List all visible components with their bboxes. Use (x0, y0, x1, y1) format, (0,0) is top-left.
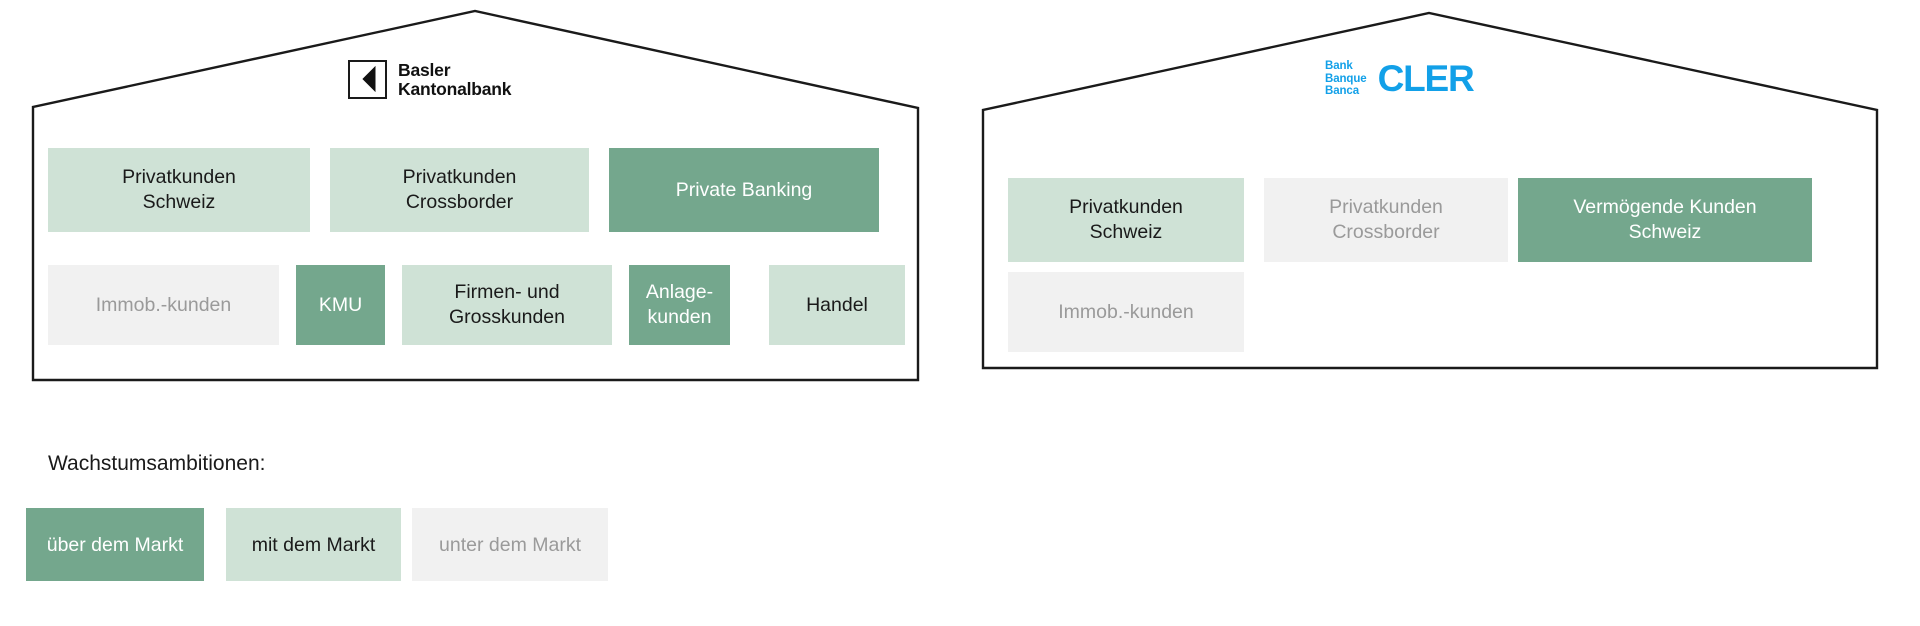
segment-box-cler-privatkunden-schweiz[interactable]: Privatkunden Schweiz (1008, 178, 1244, 262)
bank-cler-wordmark: CLER (1377, 58, 1475, 100)
legend-chip-unter-dem-markt[interactable]: unter dem Markt (412, 508, 608, 581)
segment-box-cler-vermoegende-kunden-schweiz[interactable]: Vermögende Kunden Schweiz (1518, 178, 1812, 262)
legend-chip-label: über dem Markt (46, 533, 184, 556)
bank-cler-logo: Bank Banque Banca CLER (1325, 58, 1475, 100)
segment-box-label: Privatkunden Crossborder (1329, 196, 1443, 243)
legend-chip-mit-dem-markt[interactable]: mit dem Markt (226, 508, 401, 581)
legend-gap-2 (401, 508, 412, 581)
segment-box-cler-immob-kunden[interactable]: Immob.-kunden (1008, 272, 1244, 352)
segment-box-privatkunden-schweiz[interactable]: Privatkunden Schweiz (48, 148, 310, 232)
house-bank-cler: Bank Banque Banca CLER Privatkunden Schw… (960, 0, 1920, 400)
bkb-wordmark: Basler Kantonalbank (398, 59, 512, 99)
segment-box-label: KMU (318, 293, 363, 316)
segment-box-label: Immob.-kunden (95, 293, 232, 316)
legend-chip-ueber-dem-markt[interactable]: über dem Markt (26, 508, 204, 581)
segment-box-kmu[interactable]: KMU (296, 265, 385, 345)
segment-box-label: Privatkunden Schweiz (122, 166, 236, 213)
segment-box-label: Anlage- kunden (645, 281, 714, 328)
segment-box-label: Immob.-kunden (1058, 300, 1194, 323)
segment-box-private-banking[interactable]: Private Banking (609, 148, 879, 232)
legend-chip-label: mit dem Markt (251, 533, 376, 556)
segment-box-privatkunden-crossborder[interactable]: Privatkunden Crossborder (330, 148, 589, 232)
segment-box-cler-privatkunden-crossborder[interactable]: Privatkunden Crossborder (1264, 178, 1508, 262)
bank-cler-trilingual-label: Bank Banque Banca (1325, 60, 1367, 97)
bkb-chevron-mark-icon (348, 60, 387, 99)
legend-gap-1 (204, 508, 226, 581)
segment-box-firmen-und-grosskunden[interactable]: Firmen- und Grosskunden (402, 265, 612, 345)
legend-chip-label: unter dem Markt (439, 533, 581, 556)
segment-box-label: Private Banking (675, 178, 813, 201)
legend-title: Wachstumsambitionen: (48, 452, 266, 475)
basler-kantonalbank-logo: Basler Kantonalbank (348, 59, 512, 99)
segment-box-label: Vermögende Kunden Schweiz (1573, 196, 1757, 243)
segment-box-anlagekunden[interactable]: Anlage- kunden (629, 265, 730, 345)
segment-box-handel[interactable]: Handel (769, 265, 905, 345)
segment-box-immob-kunden[interactable]: Immob.-kunden (48, 265, 279, 345)
legend-row: über dem Markt mit dem Markt unter dem M… (26, 508, 608, 581)
segment-box-label: Privatkunden Schweiz (1069, 196, 1183, 243)
bkb-wordmark-line1: Basler (398, 59, 451, 80)
segment-box-label: Privatkunden Crossborder (402, 166, 517, 213)
bkb-wordmark-line2: Kantonalbank (398, 78, 512, 99)
house-basler-kantonalbank: Basler Kantonalbank Privatkunden Schweiz… (0, 0, 960, 400)
segment-box-label: Handel (806, 293, 868, 316)
segment-box-label: Firmen- und Grosskunden (449, 281, 565, 328)
